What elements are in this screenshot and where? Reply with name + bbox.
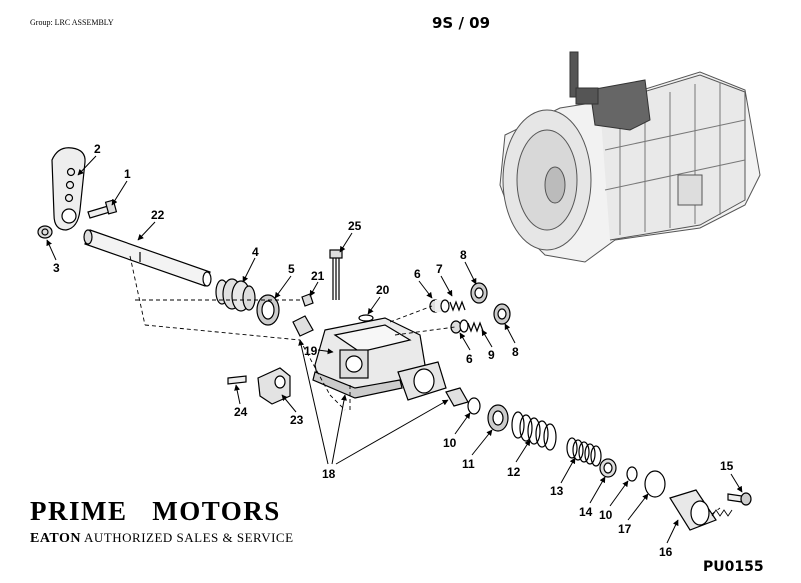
callout-2: 2	[94, 142, 101, 156]
part-17-gasket	[644, 470, 666, 498]
brand-name: PRIME MOTORS	[30, 496, 281, 526]
part-16-cover	[669, 489, 717, 531]
callout-23: 23	[290, 413, 304, 427]
group-label: Group: LRC ASSEMBLY	[30, 18, 114, 27]
part-10-snap-ring-upper	[467, 397, 481, 415]
callout-10-lower: 10	[599, 508, 613, 522]
part-3-nut	[37, 225, 53, 239]
part-4-boot	[215, 278, 256, 312]
part-6-lower-plunger	[450, 319, 469, 334]
callout-25: 25	[348, 219, 362, 233]
part-12-outer-spring	[511, 411, 557, 451]
part-6-upper-plunger	[429, 299, 450, 313]
leader-lines	[46, 155, 743, 544]
part-13-inner-spring	[566, 437, 602, 467]
callout-22: 22	[151, 208, 165, 222]
part-15-bolt	[727, 492, 752, 506]
callout-8-lower: 8	[512, 345, 519, 359]
page-id: 9S / 09	[432, 14, 491, 32]
callout-numbers: 2 1 3 22 4 5 21 25 20 19 6 7 8 6 9 8 24 …	[53, 142, 734, 559]
part-8-lower-cap	[493, 303, 511, 325]
part-5-seal	[256, 294, 280, 326]
callout-24: 24	[234, 405, 248, 419]
part-10-snap-ring-lower	[626, 466, 638, 482]
callout-6-upper: 6	[414, 267, 421, 281]
part-9-spring	[467, 321, 484, 333]
part-1-bolt	[87, 199, 118, 219]
part-7-spring	[449, 300, 466, 312]
part-2-shift-lever	[51, 147, 86, 231]
callout-7: 7	[436, 262, 443, 276]
callout-4: 4	[252, 245, 259, 259]
callout-21: 21	[311, 269, 325, 283]
part-24-pin	[227, 375, 247, 385]
callout-5: 5	[288, 262, 295, 276]
callout-18: 18	[322, 467, 336, 481]
part-22-shift-shaft	[83, 229, 212, 287]
callout-10-upper: 10	[443, 436, 457, 450]
callout-16: 16	[659, 545, 673, 559]
callout-6-lower: 6	[466, 352, 473, 366]
part-18-bushing-left	[292, 315, 314, 337]
callout-14: 14	[579, 505, 593, 519]
callout-1: 1	[124, 167, 131, 181]
callout-15: 15	[720, 459, 734, 473]
part-25-bolt	[329, 249, 343, 300]
dealer-text: AUTHORIZED SALES & SERVICE	[81, 530, 294, 545]
part-21-plug	[301, 293, 314, 307]
callout-20: 20	[376, 283, 390, 297]
callout-17: 17	[618, 522, 632, 536]
callout-19: 19	[304, 344, 318, 358]
part-8-upper-cap	[470, 282, 488, 304]
callout-13: 13	[550, 484, 564, 498]
callout-3: 3	[53, 261, 60, 275]
callout-9: 9	[488, 348, 495, 362]
part-20-washer	[358, 314, 374, 322]
part-11-washer	[487, 404, 509, 432]
transmission-overview-image	[499, 51, 761, 263]
callout-12: 12	[507, 465, 521, 479]
dealer-brand: EATON	[30, 531, 81, 546]
callout-8-upper: 8	[460, 248, 467, 262]
part-19-housing	[312, 317, 447, 401]
bolt-thread-line	[711, 509, 733, 517]
document-code: PU0155	[703, 559, 764, 575]
callout-11: 11	[462, 457, 475, 471]
part-14-washer	[599, 458, 617, 478]
dealer-line: EATON AUTHORIZED SALES & SERVICE	[30, 530, 294, 547]
part-18-bushing-right	[445, 387, 469, 407]
